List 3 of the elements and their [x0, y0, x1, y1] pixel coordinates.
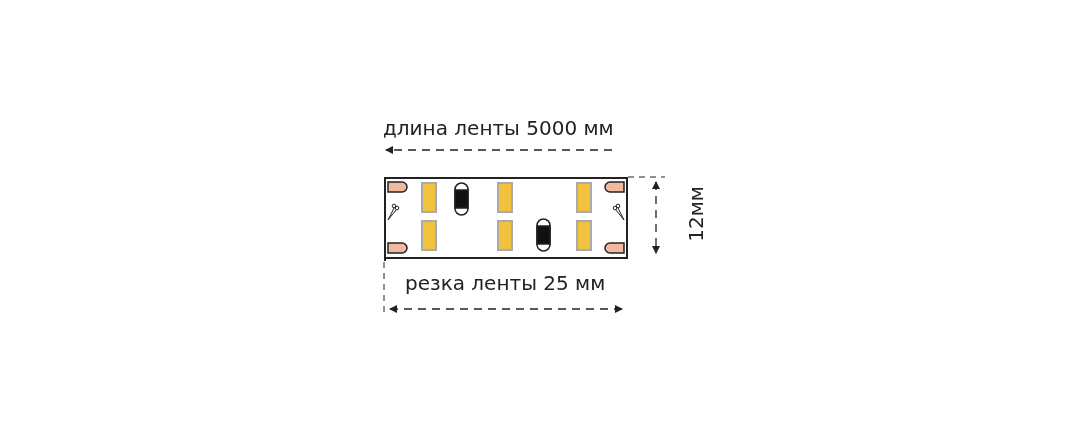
dimension-label: длина ленты 5000 мм [383, 118, 614, 138]
dimension-label: 12мм [685, 186, 706, 242]
dimension-label: резка ленты 25 мм [405, 273, 606, 293]
